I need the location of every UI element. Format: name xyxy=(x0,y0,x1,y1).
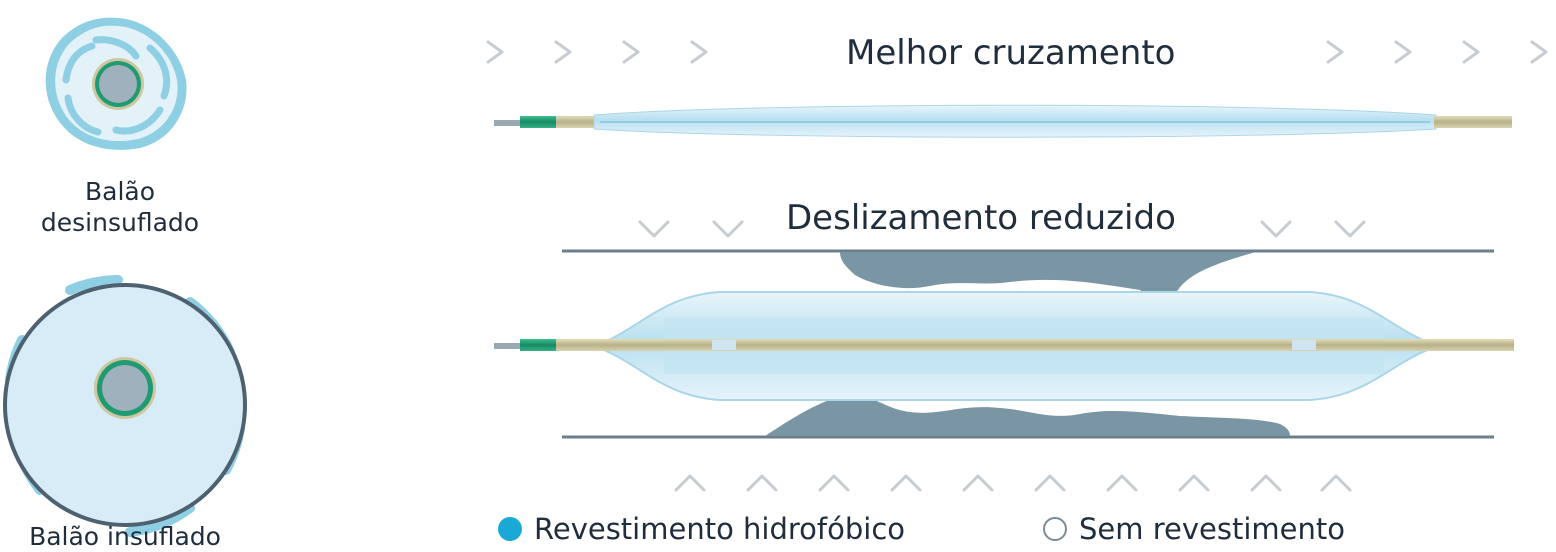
chevron-up-icon xyxy=(1178,474,1210,492)
chevron-up-icon xyxy=(1320,474,1352,492)
chevron-up-icon xyxy=(674,474,706,492)
deflated-balloon-cross-section xyxy=(45,17,187,150)
arrows-right-right xyxy=(1326,40,1548,64)
legend-uncoated: Sem revestimento xyxy=(1043,512,1345,546)
marker-band xyxy=(712,340,736,350)
chevron-down-icon xyxy=(1334,220,1366,238)
chevron-up-icon xyxy=(890,474,922,492)
deflated-caption-line2: desinsuflado xyxy=(40,208,200,237)
inflated-balloon-cross-section xyxy=(3,275,247,537)
legend-coated-label: Revestimento hidrofóbico xyxy=(534,512,906,546)
chevron-right-icon xyxy=(622,40,640,64)
deflated-caption: Balão desinsuflado xyxy=(10,176,230,238)
sliding-title: Deslizamento reduzido xyxy=(786,198,1176,238)
balloon-folds xyxy=(62,36,171,136)
deflated-catheter xyxy=(494,104,1512,138)
chevron-up-icon xyxy=(746,474,778,492)
crossing-title: Melhor cruzamento xyxy=(846,33,1176,73)
chevron-up-icon xyxy=(1250,474,1282,492)
inflated-catheter xyxy=(494,291,1514,401)
chevron-right-icon xyxy=(1326,40,1344,64)
arrows-right-left xyxy=(486,40,708,64)
chevron-up-icon xyxy=(818,474,850,492)
chevron-up-icon xyxy=(962,474,994,492)
legend-uncoated-swatch xyxy=(1043,517,1067,541)
legend-uncoated-label: Sem revestimento xyxy=(1079,512,1345,546)
legend-coated: Revestimento hidrofóbico xyxy=(498,512,905,546)
chevron-up-icon xyxy=(1034,474,1066,492)
arrows-down-right xyxy=(1260,220,1366,238)
chevron-down-icon xyxy=(1260,220,1292,238)
chevron-right-icon xyxy=(1394,40,1412,64)
vessel xyxy=(562,249,1494,439)
chevron-right-icon xyxy=(486,40,504,64)
plaque-top xyxy=(840,252,1256,298)
chevron-right-icon xyxy=(1530,40,1548,64)
arrows-up xyxy=(674,474,1352,492)
chevron-right-icon xyxy=(554,40,572,64)
chevron-down-icon xyxy=(638,220,670,238)
chevron-up-icon xyxy=(1106,474,1138,492)
chevron-right-icon xyxy=(690,40,708,64)
arrows-down-left xyxy=(638,220,744,238)
chevron-down-icon xyxy=(712,220,744,238)
plaque-bottom xyxy=(765,394,1290,436)
legend-coated-swatch xyxy=(498,517,522,541)
marker-band xyxy=(1292,340,1316,350)
chevron-right-icon xyxy=(1462,40,1480,64)
inflated-caption: Balão insuflado xyxy=(29,522,221,551)
deflated-caption-line1: Balão xyxy=(84,177,156,206)
